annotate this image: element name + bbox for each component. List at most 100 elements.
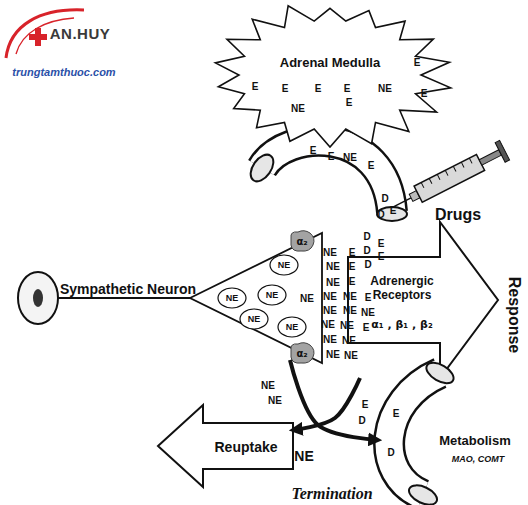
- receptor-symbol: α₂: [288, 230, 316, 252]
- transmitter-letter: NE: [294, 448, 313, 464]
- transmitter-letter: D: [364, 259, 371, 270]
- plunger-thumb: [495, 140, 509, 162]
- transmitter-letter: E: [393, 408, 400, 419]
- node-text: NE: [258, 290, 286, 300]
- vessel-wall: [389, 373, 440, 495]
- node-text: Metabolism: [425, 433, 525, 448]
- barrel-mark: [437, 174, 440, 179]
- watermark: AN.HUY: [50, 25, 111, 42]
- block-arrow: [158, 405, 293, 487]
- starburst-outline: [215, 6, 450, 147]
- node-text: NE: [240, 314, 268, 324]
- transmitter-letter: NE: [326, 349, 340, 360]
- vesicle-outline: [278, 317, 306, 337]
- transmitter-letter: NE: [361, 307, 375, 318]
- blood-vessel: [262, 141, 392, 212]
- hormone-letter: D: [381, 193, 388, 204]
- vesicle-circle: NE: [277, 316, 307, 338]
- hormone-letter: E: [421, 88, 428, 99]
- transmitter-letter: D: [358, 415, 365, 426]
- syringe-barrel: [414, 154, 485, 202]
- node-text: NE: [270, 260, 298, 270]
- transmitter-letter: D: [363, 245, 370, 256]
- barrel-mark: [429, 178, 432, 183]
- node-text: MAO, COMT: [433, 454, 523, 464]
- vessel-end: [406, 481, 440, 505]
- transmitter-letter: NE: [323, 305, 337, 316]
- transmitter-letter: NE: [326, 261, 340, 272]
- transmitter-letter: D: [363, 231, 370, 242]
- barrel-mark: [461, 162, 464, 167]
- cell-body: [18, 272, 58, 324]
- node-text: Sympathetic Neuron: [48, 281, 208, 297]
- gland-starburst-outline: [205, 0, 455, 150]
- transmitter-letter: E: [349, 261, 356, 272]
- vesicle-outline: [270, 255, 298, 275]
- syringe-symbol: Drugs: [375, 130, 520, 230]
- hormone-letter: NE: [343, 152, 357, 163]
- vesicle-circle: NE: [217, 287, 247, 309]
- transmitter-letter: NE: [340, 320, 354, 331]
- transmitter-letter: NE: [323, 247, 337, 258]
- node-text: NE: [278, 322, 306, 332]
- hormone-letter: E: [368, 160, 375, 171]
- transmitter-letter: NE: [261, 380, 275, 391]
- hormone-letter: NE: [378, 83, 392, 94]
- transmitter-letter: NE: [344, 350, 358, 361]
- vesicle-circle: NE: [257, 284, 287, 306]
- axon-line: [58, 297, 195, 299]
- transmitter-letter: E: [349, 276, 356, 287]
- transmitter-letter: E: [362, 399, 369, 410]
- transmitter-letter: D: [387, 447, 394, 458]
- blood-vessel: [262, 141, 392, 212]
- node-text: α₂: [289, 236, 315, 247]
- transmitter-letter: NE: [343, 305, 357, 316]
- vesicle-outline: [258, 285, 286, 305]
- transmitter-letter: NE: [323, 334, 337, 345]
- flow-arrow: [293, 378, 360, 430]
- hormone-letter: E: [315, 83, 322, 94]
- vesicle-circle: NE: [239, 308, 269, 330]
- plunger-rod: [479, 150, 501, 165]
- neuron-terminal: Sympathetic NeuronNENENENENEα₂α₂: [0, 235, 325, 360]
- barrel-mark: [453, 166, 456, 171]
- logo-cross: [29, 34, 47, 40]
- transmitter-letter: NE: [342, 335, 356, 346]
- transmitter-letter: NE: [343, 291, 357, 302]
- terminal-triangle: [190, 233, 322, 363]
- reuptake-arrow: Reuptake: [158, 405, 293, 487]
- vessel-lumen: [389, 373, 440, 495]
- hormone-letter: E: [414, 57, 421, 68]
- watermark: trungtamthuoc.com: [12, 66, 115, 78]
- vessel-end: [246, 151, 278, 186]
- barrel-mark: [445, 170, 448, 175]
- hormone-letter: E: [328, 151, 335, 162]
- hormone-letter: E: [282, 83, 289, 94]
- metabolism-vessel-outline: [378, 355, 528, 505]
- barrel-mark: [421, 183, 424, 188]
- block-arrow: [348, 222, 498, 378]
- vesicle-outline: [240, 309, 268, 329]
- transmitter-letter: E: [349, 247, 356, 258]
- node-text: Reuptake: [201, 439, 291, 455]
- transmitter-letter: NE: [321, 319, 335, 330]
- barrel-mark: [469, 158, 472, 163]
- transmitter-letter: E: [378, 251, 385, 262]
- transmitter-letter: NE: [300, 293, 314, 304]
- hormone-letter: NE: [291, 103, 305, 114]
- node-text: NE: [218, 293, 246, 303]
- vessel-end: [423, 359, 457, 388]
- flow-arrow: [290, 360, 378, 440]
- node-text: α₂: [289, 348, 315, 359]
- nucleus: [33, 289, 43, 307]
- hormone-letter: E: [346, 97, 353, 108]
- hormone-letter: E: [310, 145, 317, 156]
- hormone-letter: D: [377, 209, 384, 220]
- vesicle-outline: [218, 288, 246, 308]
- hormone-letter: E: [390, 205, 397, 216]
- node-text: Drugs: [418, 206, 498, 224]
- side-heading: Response: [505, 277, 523, 353]
- transmitter-letter: NE: [323, 291, 337, 302]
- transmitter-letter: NE: [268, 395, 282, 406]
